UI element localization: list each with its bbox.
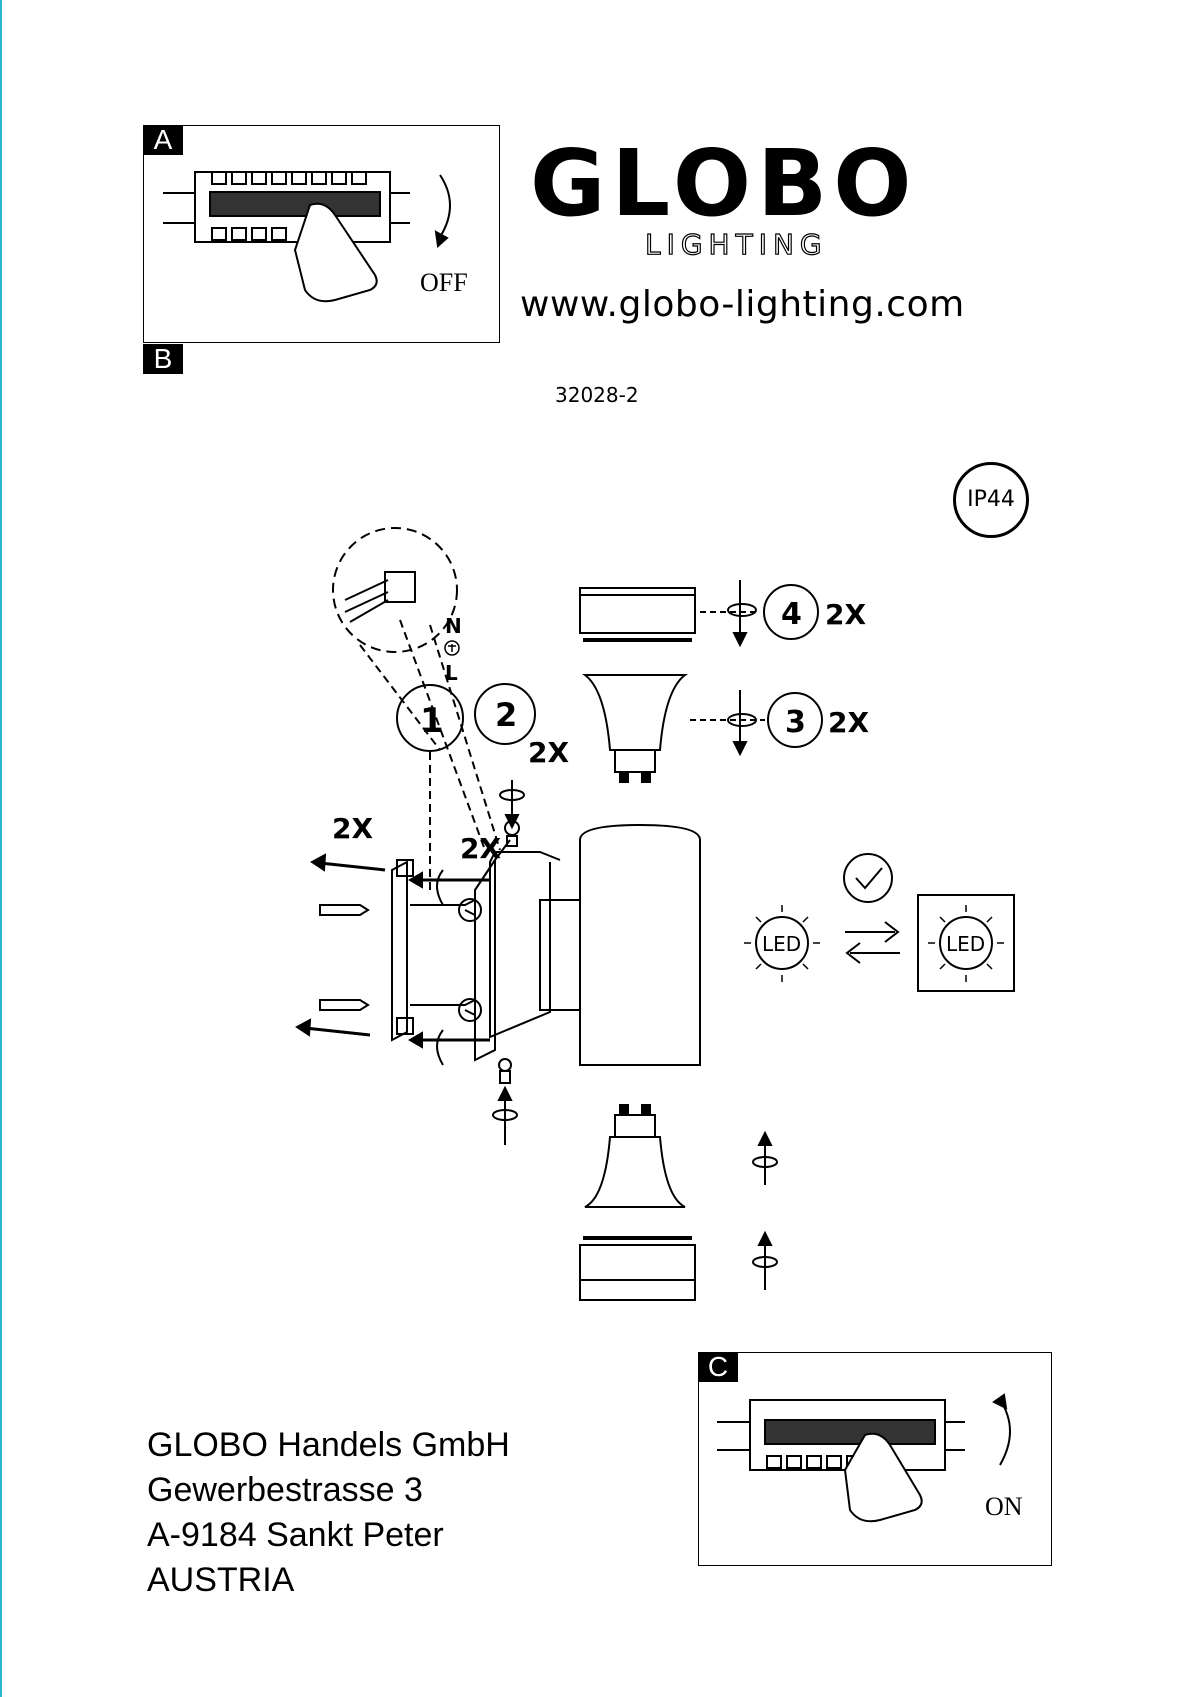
mounting-plate-icon xyxy=(391,859,414,1042)
qty-screws: 2X xyxy=(460,832,501,865)
address-line-3: A-9184 Sankt Peter xyxy=(147,1516,444,1554)
panel-a-tag: A xyxy=(143,125,183,155)
gu10-bulb-top-icon xyxy=(582,674,688,783)
brand-logo: GLOBO xyxy=(530,130,918,237)
wire-l-label: L xyxy=(445,661,458,685)
arrow-up-c xyxy=(999,1399,1011,1466)
arrow-down-a xyxy=(439,174,451,238)
led-right-box xyxy=(917,894,1015,992)
address-line-1: GLOBO Handels GmbH xyxy=(147,1426,510,1464)
panel-a-state: OFF xyxy=(420,268,468,297)
led-right-label: LED xyxy=(946,932,985,956)
terminal-block-a-icon xyxy=(163,171,410,303)
top-ring-icon xyxy=(579,587,696,642)
wiring-detail-circle xyxy=(332,527,458,653)
led-left-label: LED xyxy=(762,932,801,956)
led-right-icon xyxy=(939,916,993,970)
step-4-circle xyxy=(763,584,819,640)
step-1-circle xyxy=(396,684,464,752)
qty-step-4: 2X xyxy=(825,598,866,631)
wire-n-label: N xyxy=(445,614,462,638)
bottom-ring-icon xyxy=(579,1236,696,1301)
brand-logo-sub: LIGHTING xyxy=(644,227,828,261)
qty-plugs: 2X xyxy=(332,812,373,845)
company-address: GLOBO Handels GmbH Gewerbestrasse 3 A-91… xyxy=(147,1423,510,1603)
qty-step-2: 2X xyxy=(528,736,569,769)
model-number: 32028-2 xyxy=(555,383,639,407)
wall-screws-icon xyxy=(410,898,482,1022)
wall-plugs-icon xyxy=(319,904,370,1011)
page-edge xyxy=(0,0,2,1697)
terminal-block-c-icon xyxy=(717,1399,965,1523)
step-1-label: 1 xyxy=(420,701,444,741)
brand-url[interactable]: www.globo-lighting.com xyxy=(520,284,965,325)
panel-c-state: ON xyxy=(985,1492,1023,1521)
address-line-2: Gewerbestrasse 3 xyxy=(147,1471,423,1509)
earth-icon xyxy=(444,640,460,656)
step-2-circle xyxy=(474,683,536,745)
gu10-bulb-bottom-icon xyxy=(584,1104,686,1208)
qty-step-3: 2X xyxy=(828,706,869,739)
ip-rating-badge: IP44 xyxy=(953,462,1029,538)
panel-b-tag: B xyxy=(143,344,183,374)
panel-c-tag: C xyxy=(698,1352,738,1382)
step-3-circle xyxy=(767,692,823,748)
step-3-label: 3 xyxy=(785,705,806,740)
lamp-body-icon xyxy=(474,823,701,1066)
address-line-4: AUSTRIA xyxy=(147,1561,295,1599)
check-icon xyxy=(843,853,893,903)
step-4-label: 4 xyxy=(781,597,802,632)
step-2-label: 2 xyxy=(495,696,517,734)
led-left-icon xyxy=(755,916,809,970)
